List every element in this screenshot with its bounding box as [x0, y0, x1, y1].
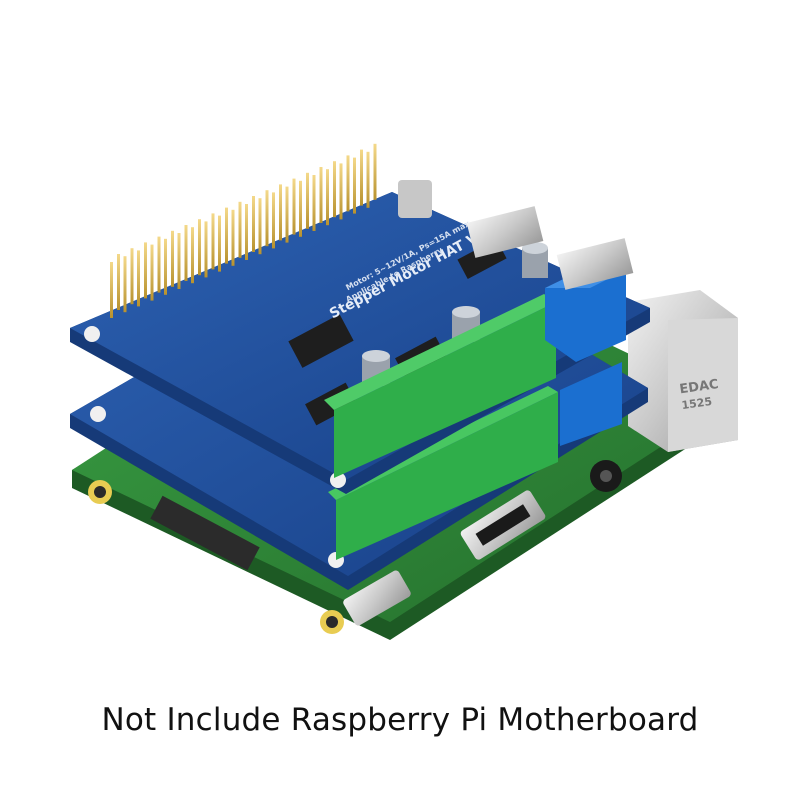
gpio-pin — [204, 221, 208, 278]
driver-chip — [288, 314, 354, 368]
gpio-pin — [218, 215, 221, 272]
gpio-pin — [326, 169, 329, 226]
usb-port — [556, 238, 634, 290]
gpio-pin — [252, 196, 255, 252]
gpio-pin — [198, 219, 201, 276]
gpio-pin — [339, 163, 343, 220]
gpio-pin — [258, 198, 262, 255]
lower-blue-terminal — [560, 362, 622, 446]
gpio-pin — [177, 233, 181, 289]
gpio-pin — [299, 180, 302, 237]
gpio-pin — [346, 155, 350, 212]
jumper — [398, 180, 432, 218]
display-connector — [150, 495, 260, 571]
micro-usb-port — [343, 570, 411, 626]
gpio-pin — [231, 209, 235, 266]
gpio-pin — [184, 225, 188, 281]
gpio-pin — [123, 256, 127, 313]
gpio-pin — [319, 167, 323, 223]
usb-port — [466, 206, 544, 258]
rj45-code-label: 1525 — [681, 395, 713, 412]
gpio-pin — [191, 227, 194, 284]
gpio-header-icon — [110, 143, 377, 318]
upper-hat-board: Stepper Motor HAT V0.1 Motor: 5~12V/1A, … — [70, 180, 650, 494]
gpio-pin — [171, 230, 174, 287]
gpio-pin — [279, 184, 282, 241]
gpio-pin — [110, 262, 113, 318]
gpio-pin — [225, 207, 228, 264]
gpio-pin — [157, 236, 161, 293]
gpio-pin — [164, 238, 167, 295]
gpio-pin — [265, 190, 269, 247]
gpio-pin — [306, 172, 309, 229]
capacitor-icon — [522, 242, 548, 278]
gpio-pin — [360, 149, 363, 206]
gpio-pin — [238, 201, 242, 258]
rj45-brand-label: EDAC — [679, 377, 720, 397]
gpio-pin — [137, 250, 140, 307]
gpio-pin — [312, 175, 316, 231]
gpio-pin — [292, 178, 296, 235]
gpio-pin — [366, 151, 370, 208]
gpio-pin — [373, 143, 377, 200]
gpio-pin — [333, 161, 336, 218]
gpio-pin — [272, 192, 275, 249]
gpio-pin — [211, 213, 215, 270]
upper-screw-terminal — [324, 294, 556, 478]
gpio-pin — [144, 242, 147, 299]
gpio-pin — [117, 254, 120, 310]
gpio-pin — [130, 248, 134, 305]
gpio-pin — [285, 186, 289, 243]
caption: Not Include Raspberry Pi Motherboard — [101, 702, 699, 738]
gpio-pin — [353, 157, 356, 214]
gpio-pin — [245, 204, 248, 260]
gpio-pin — [150, 244, 154, 301]
